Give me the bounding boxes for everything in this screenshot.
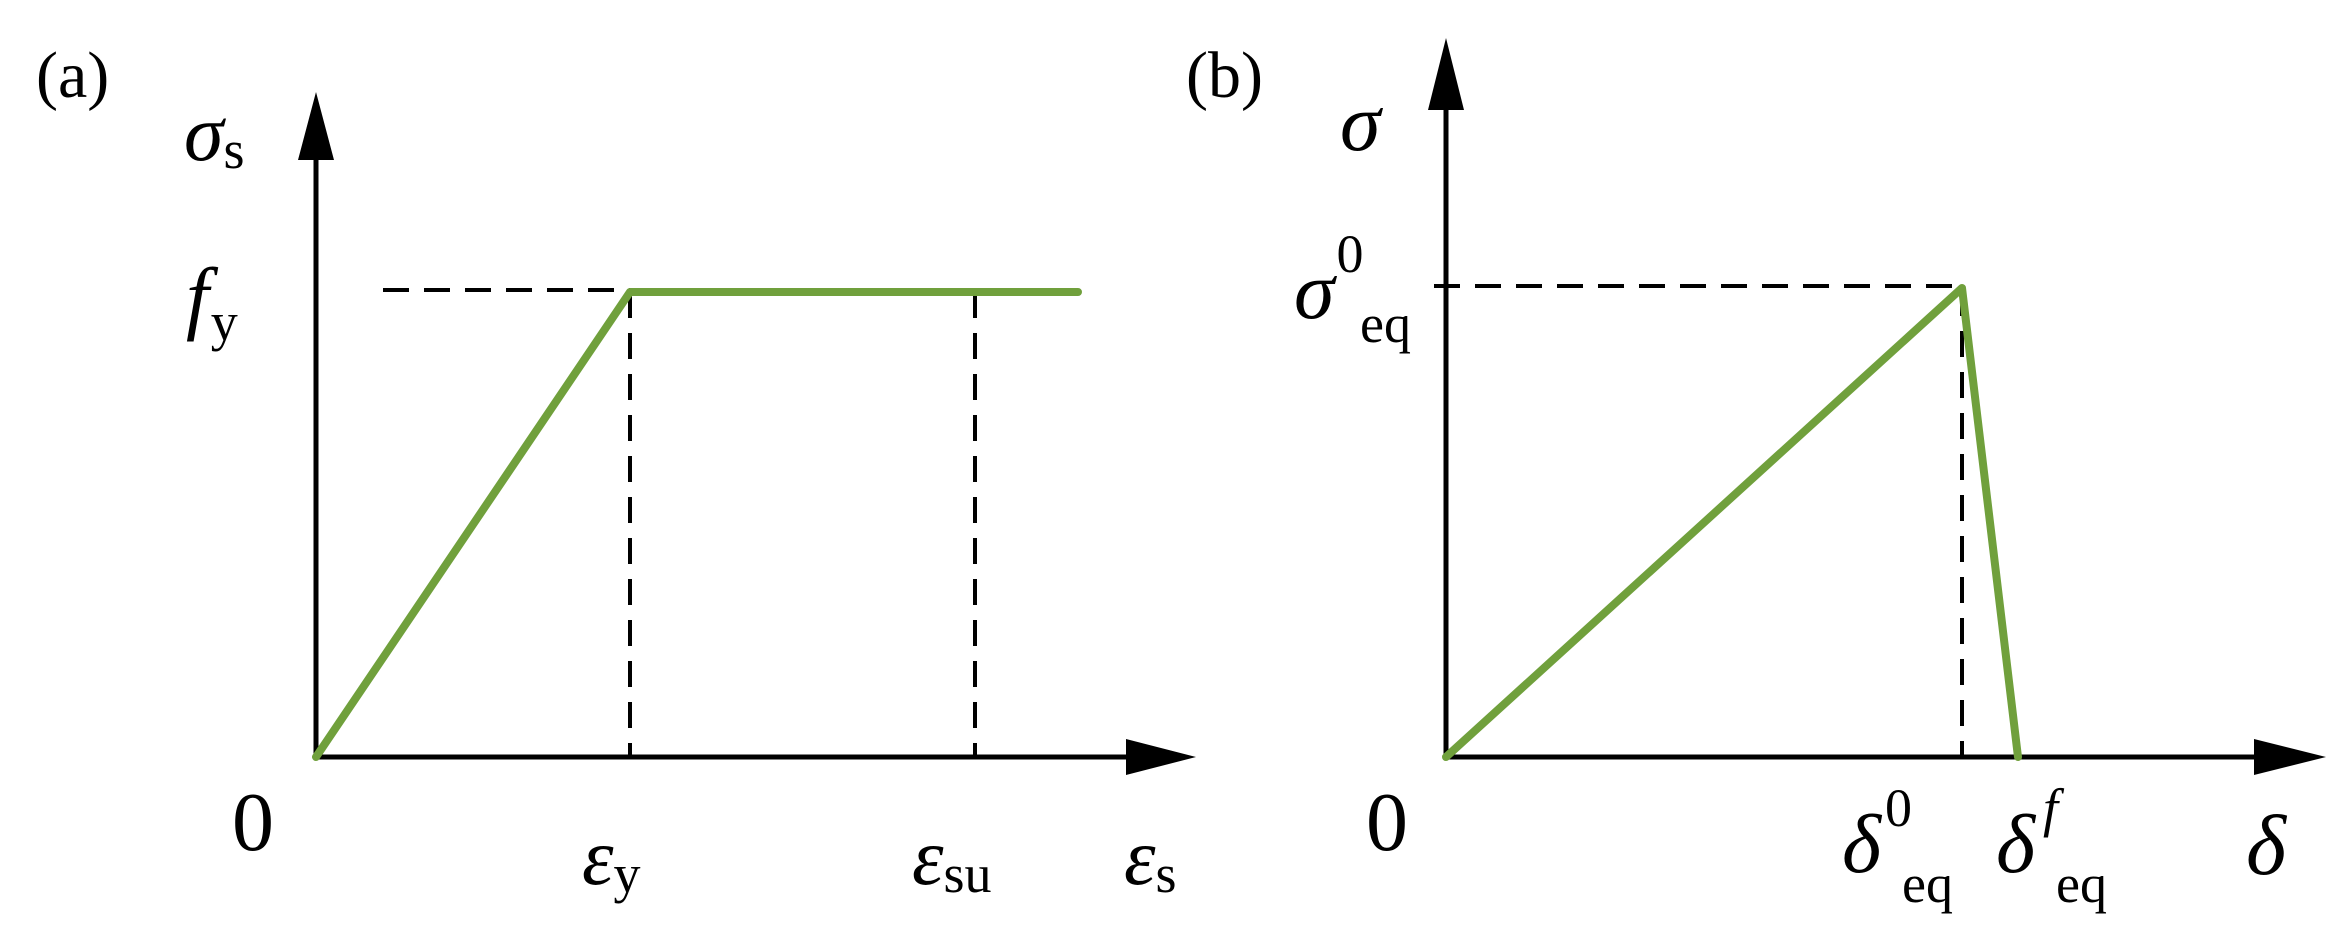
fy-sub: y — [211, 292, 238, 352]
fy-label: fy — [186, 251, 238, 352]
panel-a-y-axis-label: σs — [184, 90, 244, 180]
delta-eq0-label: δ0 — [1842, 778, 1912, 891]
panel-b-x-axis-label: δ — [2246, 797, 2288, 893]
panel-b-origin-label: 0 — [1366, 776, 1408, 869]
epsilon-su-label: εsu — [912, 814, 992, 904]
panel-a: (a) 0 σs fy εy εsu εs — [36, 39, 1196, 904]
epsilon-su-symbol: ε — [912, 814, 944, 902]
delta-eqf-sup: f — [2043, 778, 2065, 838]
panel-a-origin-label: 0 — [232, 776, 274, 869]
panel-b-x-arrowhead — [2254, 739, 2326, 775]
delta-eqf-sub: eq — [2056, 854, 2107, 914]
panel-a-guides — [383, 288, 977, 758]
panel-a-x-axis-label: εs — [1124, 814, 1177, 904]
panel-a-y-axis-sub: s — [223, 120, 244, 180]
panel-a-label: (a) — [36, 39, 109, 112]
sigma-eq0-sup: 0 — [1336, 224, 1363, 284]
panel-a-x-arrowhead — [1126, 739, 1196, 775]
panel-b-y-axis-label: σ — [1340, 77, 1384, 168]
sigma-eq0-label: σ0 — [1294, 224, 1363, 336]
panel-b-traction-separation-curve — [1442, 284, 2022, 761]
panel-a-x-axis-symbol: ε — [1124, 814, 1156, 902]
delta-eq0-sub: eq — [1902, 854, 1953, 914]
panel-b-y-arrowhead — [1428, 38, 1464, 110]
panel-a-y-axis-symbol: σ — [184, 90, 226, 178]
panel-b-axes — [1428, 38, 2326, 775]
panel-b-label: (b) — [1186, 39, 1263, 112]
panel-b-guides — [1434, 284, 1964, 758]
delta-eq0-symbol: δ — [1842, 798, 1883, 891]
panel-a-stress-strain-curve — [312, 288, 1082, 761]
panel-a-x-axis-sub: s — [1156, 844, 1177, 904]
delta-eqf-symbol: δ — [1996, 798, 2037, 891]
epsilon-su-sub: su — [944, 844, 992, 904]
epsilon-y-label: εy — [582, 814, 641, 904]
panel-a-y-arrowhead — [298, 92, 334, 160]
sigma-eq0-symbol: σ — [1294, 245, 1338, 336]
panel-a-axes — [298, 92, 1196, 775]
epsilon-y-sub: y — [614, 844, 641, 904]
delta-eq0-sup: 0 — [1885, 778, 1912, 838]
sigma-eq0-sub: eq — [1360, 294, 1411, 354]
epsilon-y-symbol: ε — [582, 814, 614, 902]
